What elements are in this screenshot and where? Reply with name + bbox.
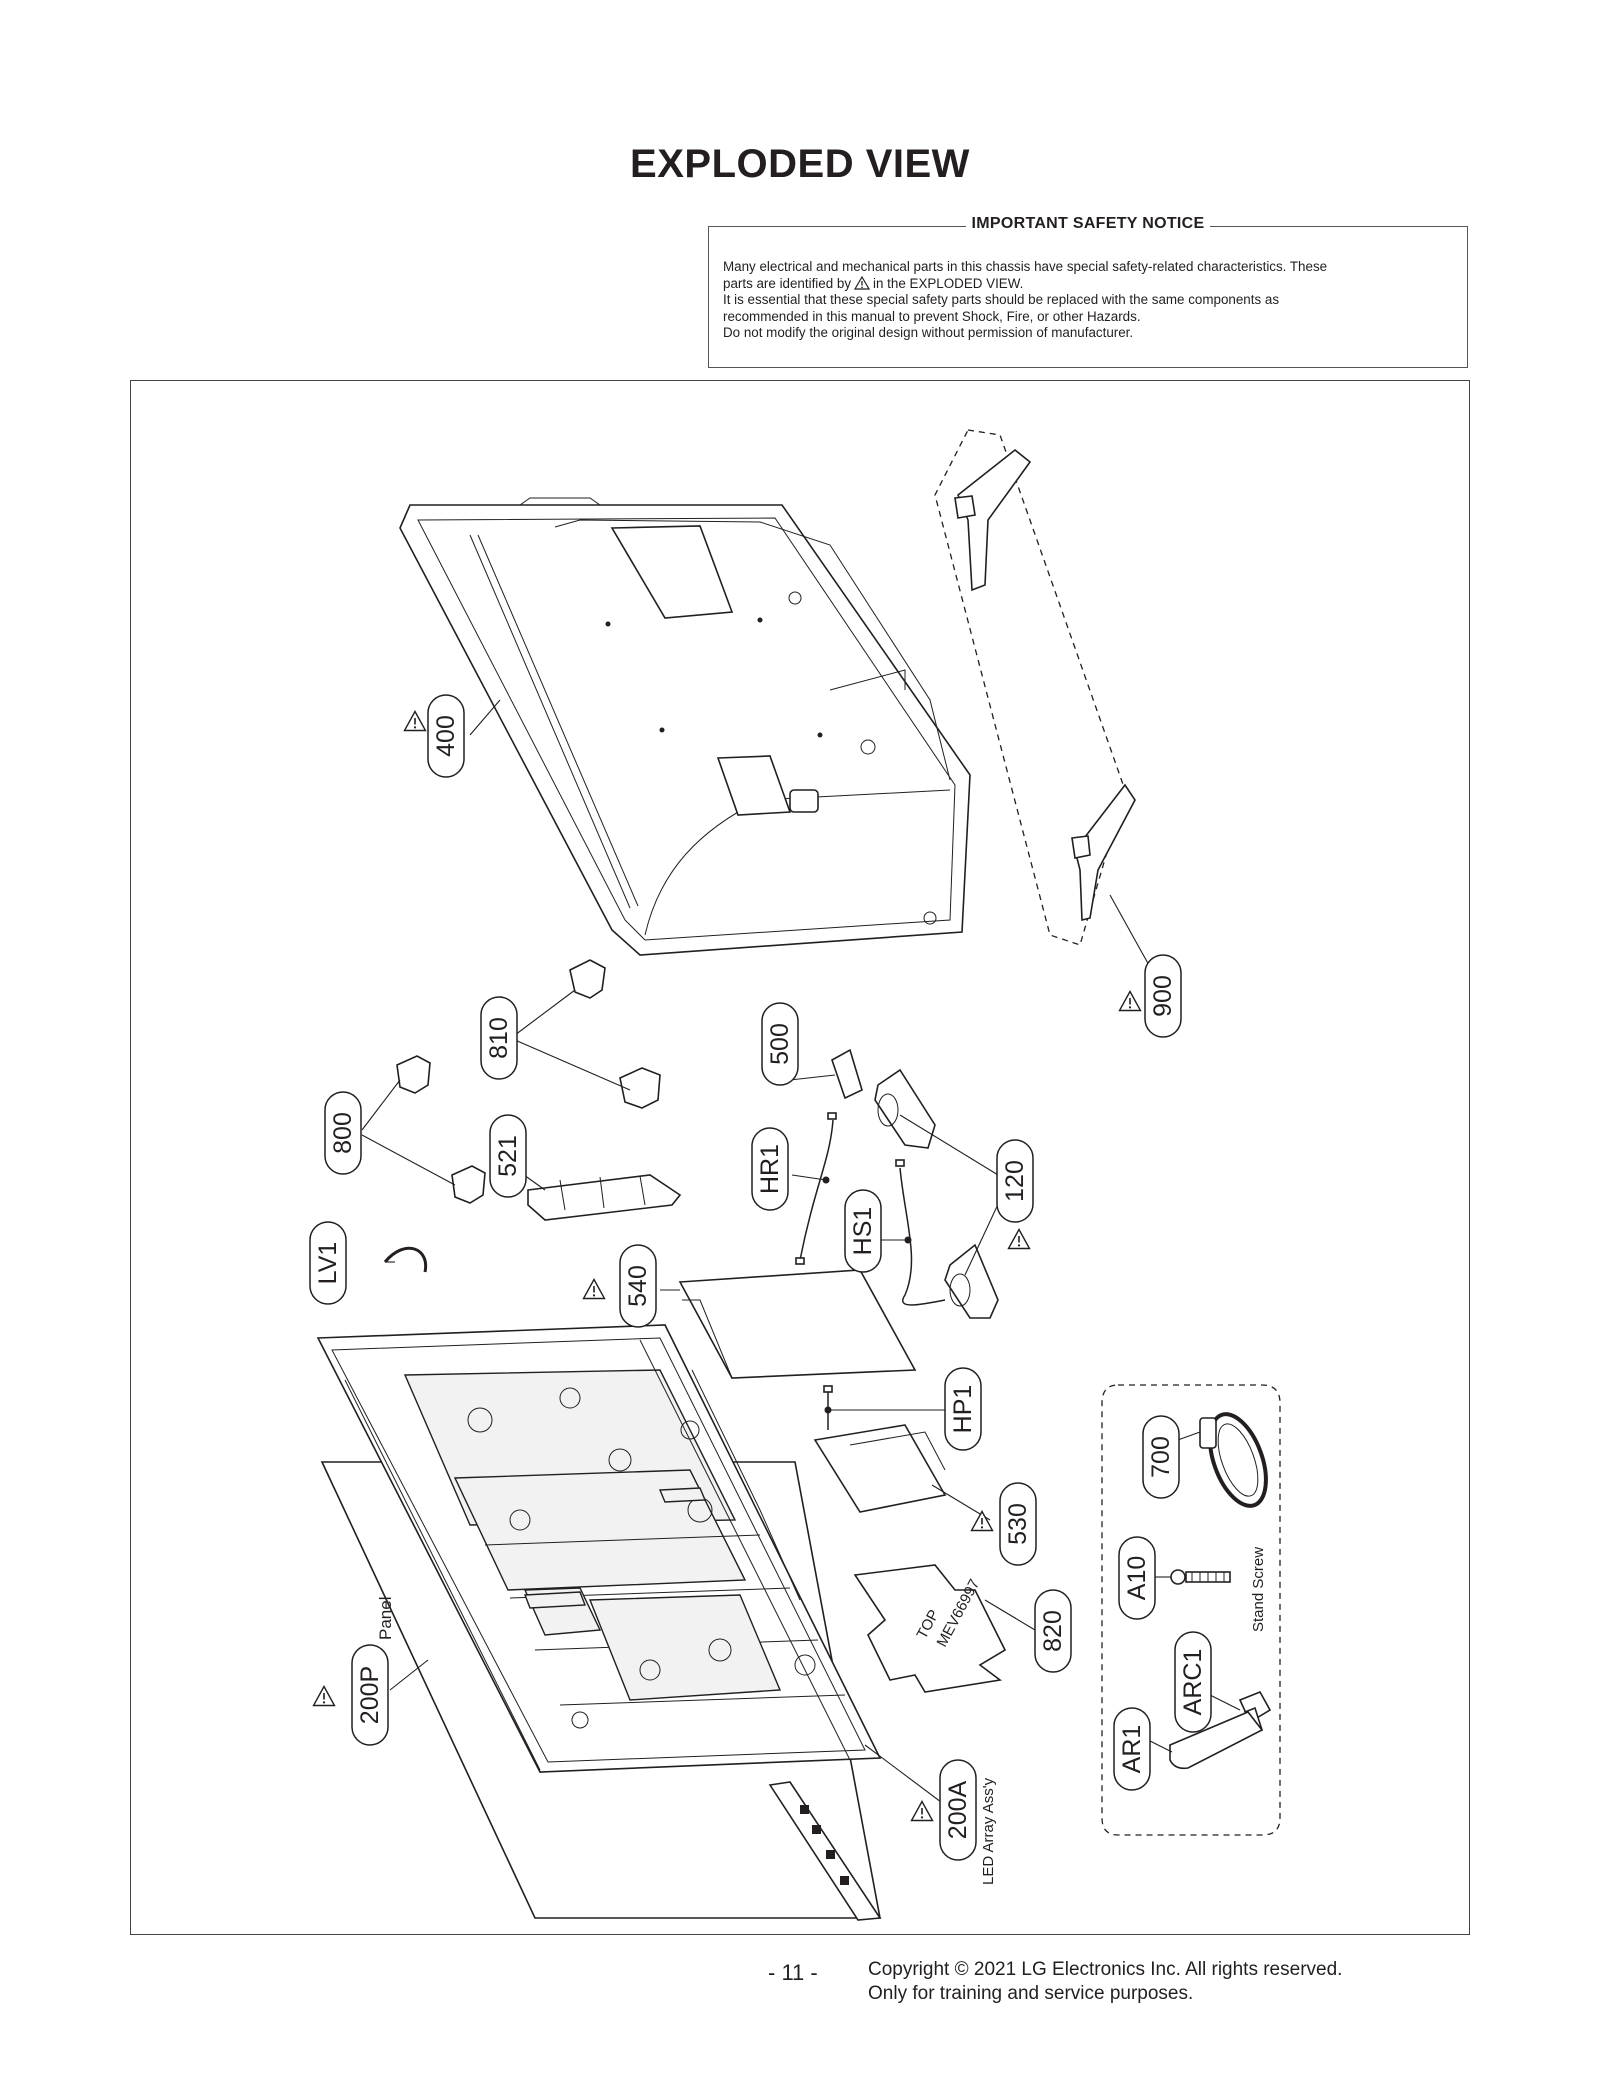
speakers-120 xyxy=(874,1068,999,1319)
safety-notice-body: Many electrical and mechanical parts in … xyxy=(723,259,1453,342)
accessory-box xyxy=(1101,1384,1281,1836)
copyright: Copyright © 2021 LG Electronics Inc. All… xyxy=(868,1958,1342,2006)
label-120: 120 xyxy=(996,1139,1034,1223)
remote-ar1 xyxy=(1169,1711,1264,1770)
caption-led-array: LED Array Ass'y xyxy=(980,1777,997,1885)
copyright-line-1: Copyright © 2021 LG Electronics Inc. All… xyxy=(868,1959,1343,1980)
label-800: 800 xyxy=(324,1091,362,1175)
stand-screw-a10 xyxy=(1170,1569,1231,1585)
warning-900-icon xyxy=(1118,990,1142,1012)
label-arc1: ARC1 xyxy=(1174,1631,1212,1733)
cable-hp1 xyxy=(823,1385,833,1430)
notice-line-4: recommended in this manual to prevent Sh… xyxy=(723,308,1141,324)
bracket-810 xyxy=(569,959,661,1109)
label-hr1: HR1 xyxy=(751,1127,789,1211)
svg-text:800: 800 xyxy=(329,1112,357,1154)
notice-line-3: It is essential that these special safet… xyxy=(723,292,1280,307)
cable-hs1 xyxy=(895,1159,946,1306)
part-521 xyxy=(527,1174,682,1221)
page-number: - 11 - xyxy=(768,1960,818,1985)
label-810: 810 xyxy=(480,996,518,1080)
svg-text:810: 810 xyxy=(485,1017,513,1059)
svg-text:700: 700 xyxy=(1147,1436,1175,1478)
label-ar1: AR1 xyxy=(1113,1707,1151,1791)
safety-notice-box: IMPORTANT SAFETY NOTICE Many electrical … xyxy=(708,215,1468,368)
copyright-line-2: Only for training and service purposes. xyxy=(868,1983,1194,2004)
label-820: 820 xyxy=(1034,1589,1072,1673)
warning-540-icon xyxy=(582,1278,606,1300)
svg-text:521: 521 xyxy=(494,1135,522,1177)
label-200a: 200A xyxy=(939,1759,977,1861)
main-frame xyxy=(316,1324,882,1773)
warning-200p-icon xyxy=(312,1685,336,1707)
safety-notice-heading: IMPORTANT SAFETY NOTICE xyxy=(709,215,1467,233)
svg-text:120: 120 xyxy=(1001,1160,1029,1202)
caption-stand-screw: Stand Screw xyxy=(1250,1547,1267,1632)
svg-text:530: 530 xyxy=(1004,1503,1032,1545)
stand xyxy=(934,429,1136,946)
svg-text:820: 820 xyxy=(1039,1610,1067,1652)
notice-line-1: Many electrical and mechanical parts in … xyxy=(723,259,1328,274)
svg-text:ARC1: ARC1 xyxy=(1179,1649,1207,1716)
svg-text:A10: A10 xyxy=(1123,1556,1151,1600)
svg-text:200A: 200A xyxy=(944,1780,972,1839)
power-530 xyxy=(813,1424,947,1513)
svg-text:500: 500 xyxy=(766,1023,794,1065)
warning-triangle-icon xyxy=(854,275,871,290)
label-700: 700 xyxy=(1142,1415,1180,1499)
caption-panel: Panel xyxy=(376,1597,395,1640)
label-hs1: HS1 xyxy=(844,1189,882,1273)
label-900: 900 xyxy=(1144,954,1182,1038)
label-400: 400 xyxy=(427,694,465,778)
svg-text:200P: 200P xyxy=(356,1666,384,1724)
label-820: TOP MEV66997 xyxy=(853,1564,1007,1693)
label-hp1: HP1 xyxy=(944,1367,982,1451)
diagram-frame xyxy=(130,380,1470,1935)
label-521: 521 xyxy=(489,1114,527,1198)
bracket-800 xyxy=(396,1055,486,1204)
svg-text:HP1: HP1 xyxy=(949,1385,977,1434)
page-title: EXPLODED VIEW xyxy=(630,142,970,186)
svg-text:400: 400 xyxy=(432,715,460,757)
label-200p: 200P xyxy=(351,1644,389,1746)
label-a10: A10 xyxy=(1118,1536,1156,1620)
svg-text:540: 540 xyxy=(624,1265,652,1307)
label-lv1: LV1 xyxy=(309,1221,347,1305)
cable-700 xyxy=(1199,1412,1268,1508)
board-540 xyxy=(678,1269,917,1379)
warning-530-icon xyxy=(970,1510,994,1532)
label-500: 500 xyxy=(761,1002,799,1086)
part-500 xyxy=(831,1048,863,1100)
warning-400-icon xyxy=(403,710,427,732)
warning-200a-icon xyxy=(910,1800,934,1822)
back-cover xyxy=(399,497,971,956)
warning-120-icon xyxy=(1007,1228,1031,1250)
label-530: 530 xyxy=(999,1482,1037,1566)
svg-text:HS1: HS1 xyxy=(849,1207,877,1256)
svg-text:HR1: HR1 xyxy=(756,1144,784,1194)
svg-text:LV1: LV1 xyxy=(314,1242,342,1285)
notice-line-5: Do not modify the original design withou… xyxy=(723,325,1134,340)
cable-lv1 xyxy=(383,1246,428,1273)
led-array-200a xyxy=(768,1781,882,1921)
label-540: 540 xyxy=(619,1244,657,1328)
svg-text:AR1: AR1 xyxy=(1118,1725,1146,1774)
svg-text:900: 900 xyxy=(1149,975,1177,1017)
cable-hr1 xyxy=(795,1112,837,1265)
